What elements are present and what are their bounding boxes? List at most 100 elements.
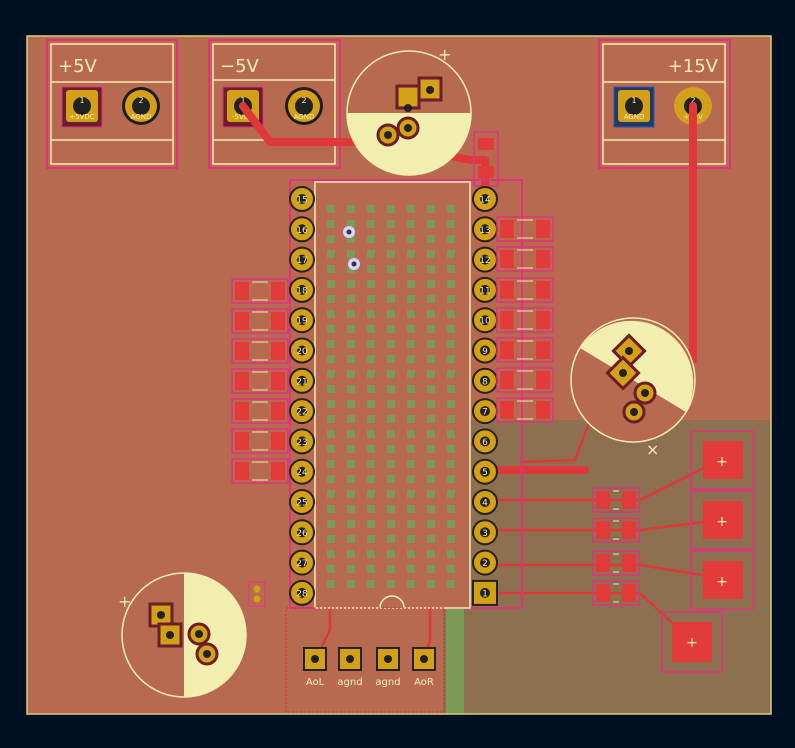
ic-pin[interactable]: 5 [472,458,498,485]
plus-marker: + [438,45,451,64]
ic-pin[interactable]: 14 [472,186,498,212]
smd-resistor[interactable] [592,487,640,513]
ic-pin[interactable]: 26 [289,519,315,546]
ic-pin[interactable]: 4 [472,489,498,515]
ic-pin[interactable]: 10 [472,307,498,334]
pin-number: 20 [296,347,308,357]
thermal-via [387,415,395,423]
thermal-via [327,355,335,363]
pin-number: 2 [138,96,143,105]
thermal-via [347,295,355,303]
ic-pin[interactable]: 2 [472,549,498,576]
smd-resistor[interactable] [231,428,289,454]
thermal-via [367,460,375,468]
thermal-via [327,445,335,453]
thermal-via [347,430,355,438]
smd-resistor[interactable] [592,550,640,576]
thermal-via [367,520,375,528]
pin-number: 19 [296,317,308,327]
smd-resistor[interactable] [496,337,554,363]
smd-resistor[interactable] [592,580,640,606]
thermal-via-grid [327,205,455,588]
pin-number: 25 [296,499,307,509]
ic-pin[interactable]: 11 [472,276,498,303]
thermal-via [407,505,415,513]
left-resistor-array [231,278,289,484]
thermal-via [447,505,455,513]
thermal-via [447,550,455,558]
thermal-via [367,565,375,573]
jumper-pad[interactable]: + [661,611,723,673]
ic-pin[interactable]: 23 [289,428,315,455]
svg-text:+: + [716,454,728,470]
ic-pin[interactable]: 28 [289,579,315,606]
header-label: agnd [337,677,362,688]
ic-pin[interactable]: 15 [289,186,315,212]
ic-pin[interactable]: 7 [472,398,498,425]
ic-pin[interactable]: 9 [472,337,498,364]
pin-net: AGND [624,113,645,121]
ic-pin[interactable]: 25 [289,489,315,515]
thermal-via [327,400,335,408]
thermal-via [367,430,375,438]
ic-pin[interactable]: 27 [289,549,315,576]
smd-resistor[interactable] [496,307,554,333]
thermal-via [367,205,375,213]
smd-resistor[interactable] [231,308,289,334]
smd-resistor[interactable] [231,278,289,304]
smd-resistor[interactable] [231,398,289,424]
thermal-via [367,505,375,513]
thermal-via [387,490,395,498]
thermal-via [407,295,415,303]
ic-pin[interactable]: 16 [289,216,315,243]
connector-plus5v[interactable]: +5V 1 +5VDC 2 AGND [46,39,178,169]
thermal-via [407,400,415,408]
thermal-via [427,325,435,333]
smd-resistor[interactable] [231,368,289,394]
ic-pin[interactable]: 24 [289,458,315,485]
thermal-via [427,220,435,228]
smd-resistor[interactable] [496,367,554,393]
thermal-via [407,340,415,348]
ic-pin[interactable]: 19 [289,307,315,334]
smd-resistor[interactable] [496,277,554,303]
pin-number: 6 [482,438,488,448]
connector-plus15v[interactable]: +15V 1 AGND 2 +15V [598,39,731,169]
smd-resistor[interactable] [231,458,289,484]
smd-resistor[interactable] [496,216,554,242]
ic-pin[interactable]: 6 [472,428,498,455]
ic-pin[interactable]: 21 [289,367,315,394]
small-via-pair [248,581,266,607]
thermal-via [447,400,455,408]
jumper-pad[interactable]: + [690,430,754,490]
capacitor-top[interactable]: + [346,45,499,187]
capacitor-right[interactable]: × [570,317,696,459]
thermal-via [387,550,395,558]
ic-pin[interactable]: 18 [289,276,315,303]
ic-pin[interactable]: 20 [289,337,315,364]
smd-resistor[interactable] [592,517,640,543]
output-header[interactable]: AoL agnd agnd AoR [285,607,445,713]
jumper-pad[interactable]: + [690,490,754,550]
thermal-via [347,355,355,363]
smd-resistor[interactable] [496,246,554,272]
ic-pin[interactable]: 8 [472,367,498,394]
jumper-pad[interactable]: + [690,550,754,610]
pin-number: 1 [631,96,636,105]
thermal-via [407,355,415,363]
ic-pin[interactable]: 3 [472,519,498,546]
thermal-via [427,280,435,288]
ic-pin[interactable]: 12 [472,246,498,273]
ic-pin[interactable]: 17 [289,246,315,273]
capacitor-bottom-left[interactable]: + [118,572,247,698]
thermal-via [347,400,355,408]
ic-pin[interactable]: 13 [472,216,498,243]
ic-pin[interactable]: 1 [472,579,498,606]
thermal-via [347,505,355,513]
smd-resistor[interactable] [496,397,554,423]
smd-resistor[interactable] [231,338,289,364]
ic-pin[interactable]: 22 [289,398,315,425]
